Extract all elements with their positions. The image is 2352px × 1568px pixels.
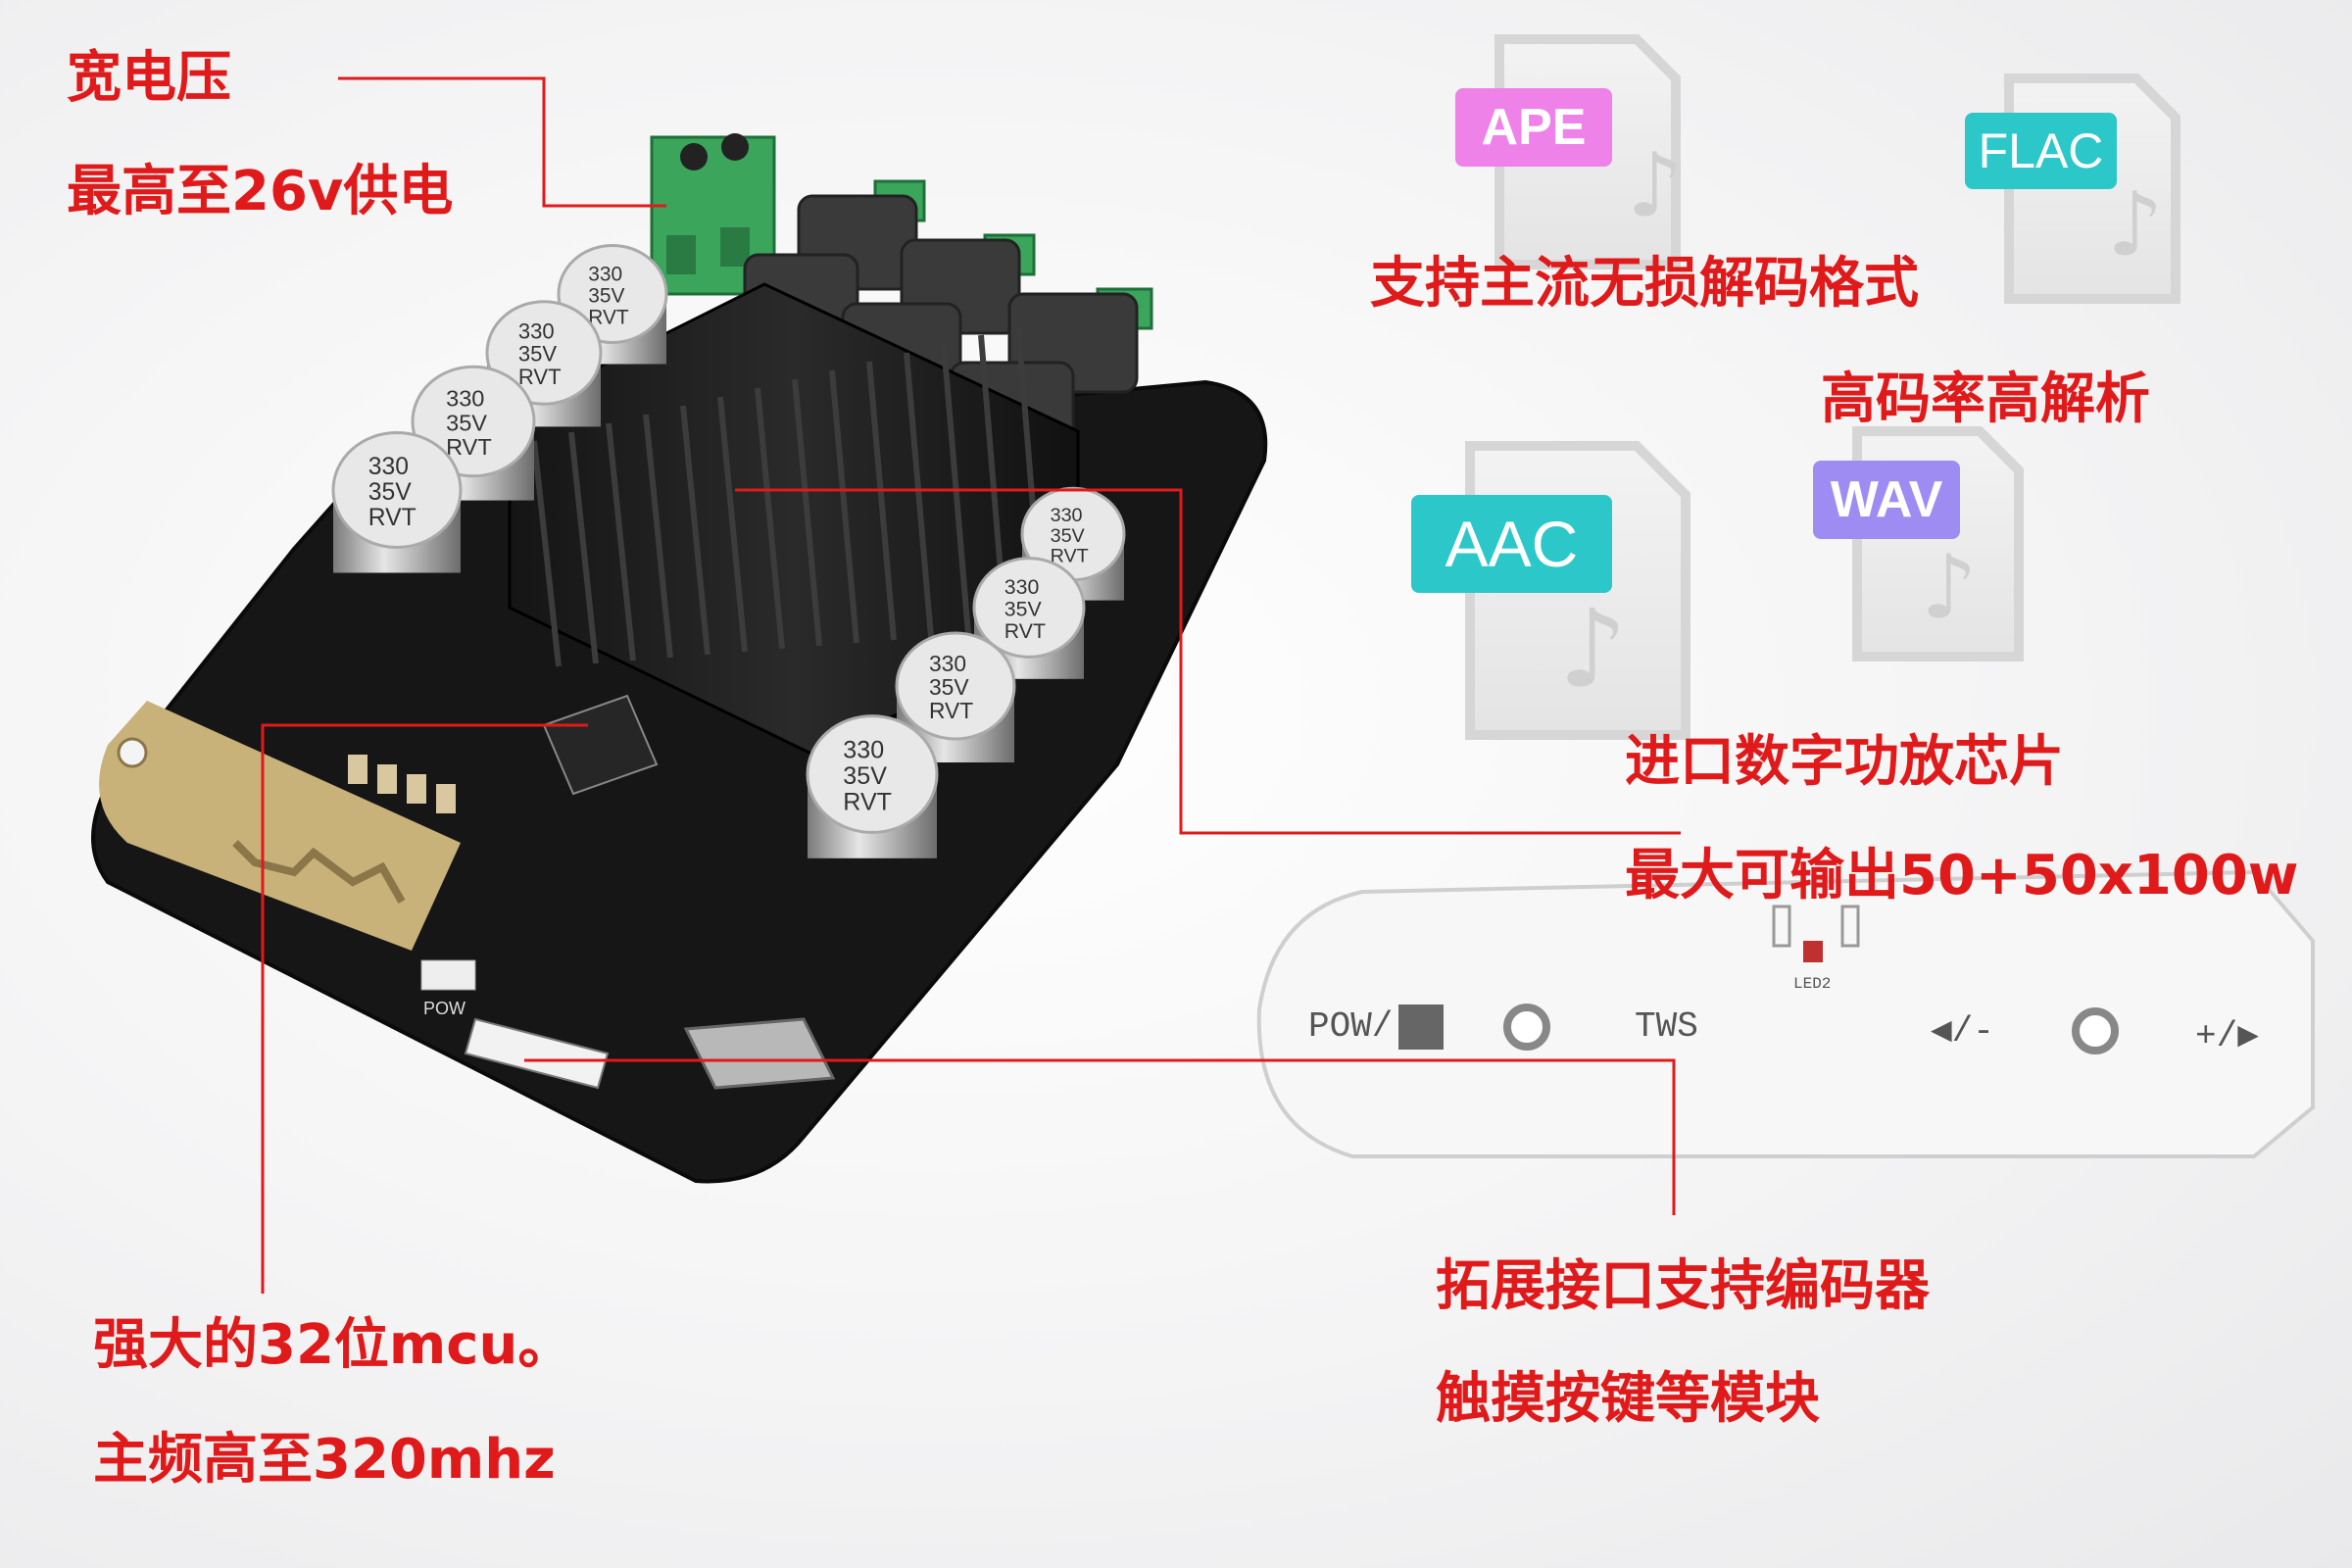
- capacitor-marking: 35V: [588, 284, 624, 307]
- panel-tws-label: TWS: [1635, 1006, 1698, 1047]
- capacitor-marking: 330: [843, 737, 884, 764]
- heatsink-fins: [531, 325, 1046, 667]
- badge-aac: AAC: [1411, 495, 1612, 593]
- heatsink-fin: [792, 378, 822, 647]
- heatsink-fin: [904, 352, 934, 638]
- panel-led2-label: LED2: [1793, 975, 1832, 993]
- capacitor-marking: 330: [1004, 575, 1039, 599]
- mcu-chip: [542, 694, 659, 796]
- capacitor-marking: 330: [1051, 505, 1083, 526]
- callout-amp-1: 进口数字功放芯片: [1625, 730, 2064, 794]
- pow-button: POW: [420, 959, 476, 1018]
- touch-hole-1: [1503, 1004, 1550, 1051]
- touch-hole-2: [2072, 1007, 2119, 1054]
- callout-mcu-1: 强大的32位mcu。: [93, 1313, 573, 1377]
- music-note-icon: ♪: [1627, 134, 1683, 237]
- capacitor-marking: 35V: [929, 674, 969, 700]
- capacitor-marking: RVT: [1004, 619, 1046, 643]
- panel-pow-label: POW/: [1308, 1006, 1394, 1047]
- mcu-line: [261, 723, 588, 1294]
- capacitor-marking: 330: [929, 651, 966, 676]
- callout-voltage-2: 最高至26v供电: [67, 160, 454, 223]
- heatsink-fin: [643, 414, 673, 659]
- callout-amp-2: 最大可输出50+50x100w: [1625, 844, 2299, 907]
- capacitor-marking: 35V: [1051, 525, 1086, 547]
- heatsink-fin: [680, 405, 710, 656]
- capacitor-marking: 35V: [1004, 597, 1043, 620]
- capacitor-marking: 35V: [843, 762, 887, 790]
- heatsink-fin: [568, 431, 599, 664]
- capacitor-marking: RVT: [843, 788, 892, 815]
- heatsink-fin: [755, 387, 785, 650]
- callout-voltage-1: 宽电压: [67, 46, 231, 110]
- capacitor-marking: RVT: [446, 434, 492, 460]
- capacitor-marking: RVT: [1051, 546, 1089, 567]
- pow-button-pad: [1398, 1004, 1444, 1050]
- capacitor-marking: 35V: [518, 342, 558, 367]
- callout-interface-2: 触摸按键等模块: [1436, 1367, 1820, 1431]
- heatsink-fin: [829, 369, 859, 644]
- callout-formats-2: 高码率高解析: [1821, 368, 2150, 431]
- amp-line: [735, 488, 1681, 835]
- callout-formats-1: 支持主流无损解码格式: [1370, 252, 1919, 316]
- callout-lines: [261, 76, 1681, 1294]
- control-panel: [1256, 869, 2315, 1158]
- music-note-icon: ♪: [2107, 173, 2163, 276]
- badge-flac: FLAC: [1965, 113, 2117, 189]
- panel-prev-label: ◀/-: [1931, 1011, 1994, 1052]
- usb-c-port: [683, 1017, 836, 1090]
- capacitor-marking: RVT: [929, 698, 973, 723]
- music-note-icon: ♪: [1921, 536, 1977, 639]
- badge-wav: WAV: [1813, 461, 1960, 539]
- capacitor-marking: 35V: [368, 479, 412, 506]
- heatsink-fin: [866, 361, 897, 641]
- interface-line: [524, 1058, 1676, 1215]
- capacitor-marking: 330: [518, 319, 555, 344]
- capacitor-marking: RVT: [588, 306, 629, 328]
- heatsink-fin: [531, 440, 562, 667]
- capacitor-marking: 330: [588, 263, 622, 285]
- capacitor-marking: 35V: [446, 410, 487, 435]
- music-note-icon: ♪: [1558, 586, 1627, 711]
- callout-interface-1: 拓展接口支持编码器: [1436, 1254, 1930, 1318]
- voltage-line: [338, 76, 666, 208]
- callout-mcu-2: 主频高至320mhz: [93, 1428, 556, 1492]
- fpc-connector: [464, 1017, 610, 1090]
- pow-silk-label: POW: [423, 999, 466, 1018]
- heatsink-fin: [717, 396, 748, 653]
- capacitor-marking: RVT: [368, 505, 416, 531]
- capacitor-marking: 330: [368, 454, 409, 480]
- smd-components: [348, 755, 456, 813]
- capacitor-marking: RVT: [518, 365, 562, 389]
- heatsink-fin: [606, 422, 636, 662]
- capacitor-marking: 330: [446, 386, 484, 412]
- badge-ape: APE: [1455, 88, 1612, 167]
- panel-next-label: +/▶: [2195, 1016, 2259, 1056]
